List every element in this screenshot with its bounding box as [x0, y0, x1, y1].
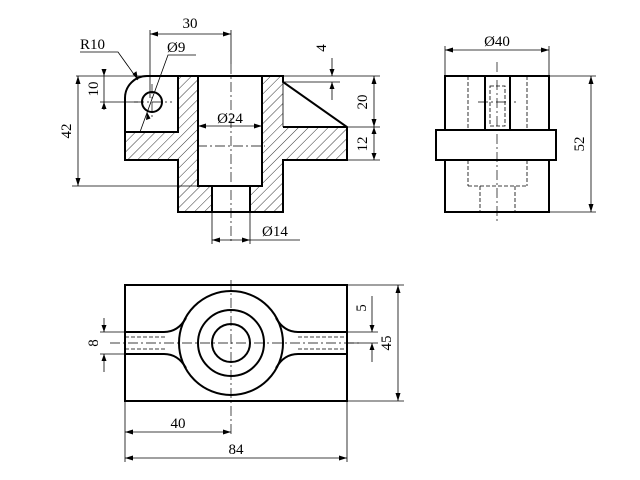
dim-dia-40: Ø40 [484, 34, 510, 50]
dim-height-10: 10 [86, 82, 102, 97]
dim-width-40: 40 [171, 416, 186, 432]
bore-d24 [197, 76, 263, 187]
dim-width-30: 30 [183, 16, 198, 32]
hatch-left-wing [125, 132, 178, 160]
side-flange [435, 129, 557, 161]
dim-height-42: 42 [59, 124, 75, 139]
dim-height-20: 20 [355, 95, 371, 110]
side-dimensions: Ø40 52 [444, 34, 596, 213]
bore-d14 [211, 186, 251, 212]
dim-height-52: 52 [572, 137, 588, 152]
front-dimensions: 30 R10 Ø9 10 42 Ø24 4 [59, 16, 380, 244]
top-slot [125, 317, 347, 369]
section-hatching [125, 76, 347, 212]
hatch-right-wing [283, 127, 347, 160]
dim-radius-r10: R10 [80, 37, 105, 53]
dim-width-84: 84 [229, 442, 245, 458]
dim-height-4: 4 [314, 44, 330, 52]
dim-offset-5: 5 [354, 304, 370, 312]
dim-width-8: 8 [86, 339, 102, 347]
dim-height-12: 12 [355, 137, 371, 152]
hatch-left-wall [178, 76, 212, 212]
side-lower-body [444, 159, 550, 213]
dim-dia-14: Ø14 [262, 224, 288, 240]
dim-dia-9: Ø9 [167, 40, 185, 56]
top-view [110, 280, 360, 436]
dim-depth-45: 45 [379, 336, 395, 351]
dim-dia-24: Ø24 [217, 111, 243, 127]
hatch-right-wall [250, 76, 283, 212]
lug-inner-edge [125, 76, 179, 133]
side-view [435, 62, 557, 224]
front-view [124, 64, 348, 244]
top-dimensions: 8 5 45 40 84 [86, 284, 404, 462]
